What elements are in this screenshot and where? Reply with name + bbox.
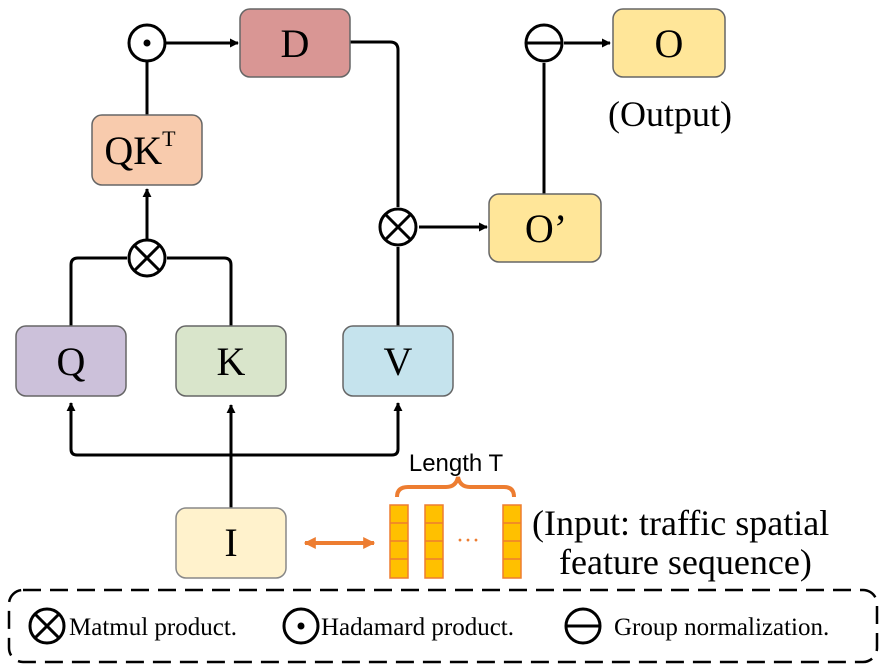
node-d-label: D [281, 21, 310, 66]
node-qkt-sup: T [162, 126, 176, 151]
node-k-box [175, 325, 287, 397]
node-v-label: V [384, 339, 413, 384]
legend-hadamard-icon [282, 607, 320, 645]
node-k: K [175, 325, 287, 397]
edge-q-k-to-matmul [69, 256, 233, 326]
edge-bus-to-q-v [69, 405, 400, 457]
hadamard-op-top [127, 23, 167, 63]
node-q-label: Q [57, 339, 86, 384]
input-caption-line1: (Input: traffic spatial [532, 503, 829, 543]
node-qkt-label: QKT [104, 126, 176, 173]
groupnorm-op [524, 23, 564, 63]
node-qkt: QKT [91, 114, 203, 186]
node-d: D [239, 8, 351, 78]
node-q-box [15, 325, 127, 397]
legend-hadamard-label: Hadamard product. [321, 614, 514, 641]
legend-groupnorm-icon [564, 607, 602, 645]
legend-matmul-label: Matmul product. [69, 614, 237, 641]
matmul-op-v [378, 207, 418, 247]
legend-groupnorm-label: Group normalization. [614, 614, 829, 641]
input-caption-line2: feature sequence) [559, 542, 812, 582]
sequence-column-n [502, 504, 522, 579]
node-oprime: O’ [488, 193, 602, 263]
node-v-box [342, 325, 454, 397]
node-qkt-box [91, 114, 203, 186]
sequence-column-1 [389, 504, 409, 579]
legend: Matmul product. Hadamard product. Group … [7, 588, 879, 664]
node-q: Q [15, 325, 127, 397]
length-label: Length T [409, 450, 504, 477]
node-qkt-base: QK [104, 128, 162, 173]
node-v: V [342, 325, 454, 397]
output-caption: (Output) [608, 94, 732, 134]
sequence-ellipsis: ··· [456, 528, 480, 554]
node-oprime-box [488, 193, 602, 263]
node-k-label: K [217, 339, 246, 384]
node-d-box [239, 8, 351, 78]
node-o-box [612, 8, 726, 78]
matmul-op-qk [127, 238, 167, 278]
legend-border [7, 588, 879, 664]
node-i-box [175, 507, 287, 579]
node-o-label: O [655, 21, 684, 66]
legend-matmul-icon [28, 607, 66, 645]
edge-d-to-matmul [350, 40, 400, 207]
node-oprime-label: O’ [525, 206, 567, 251]
connectors [66, 38, 611, 508]
sequence-column-2 [424, 504, 444, 579]
node-i: I [175, 507, 287, 579]
node-o: O [612, 8, 726, 78]
node-i-label: I [224, 520, 237, 565]
length-brace [395, 476, 516, 498]
